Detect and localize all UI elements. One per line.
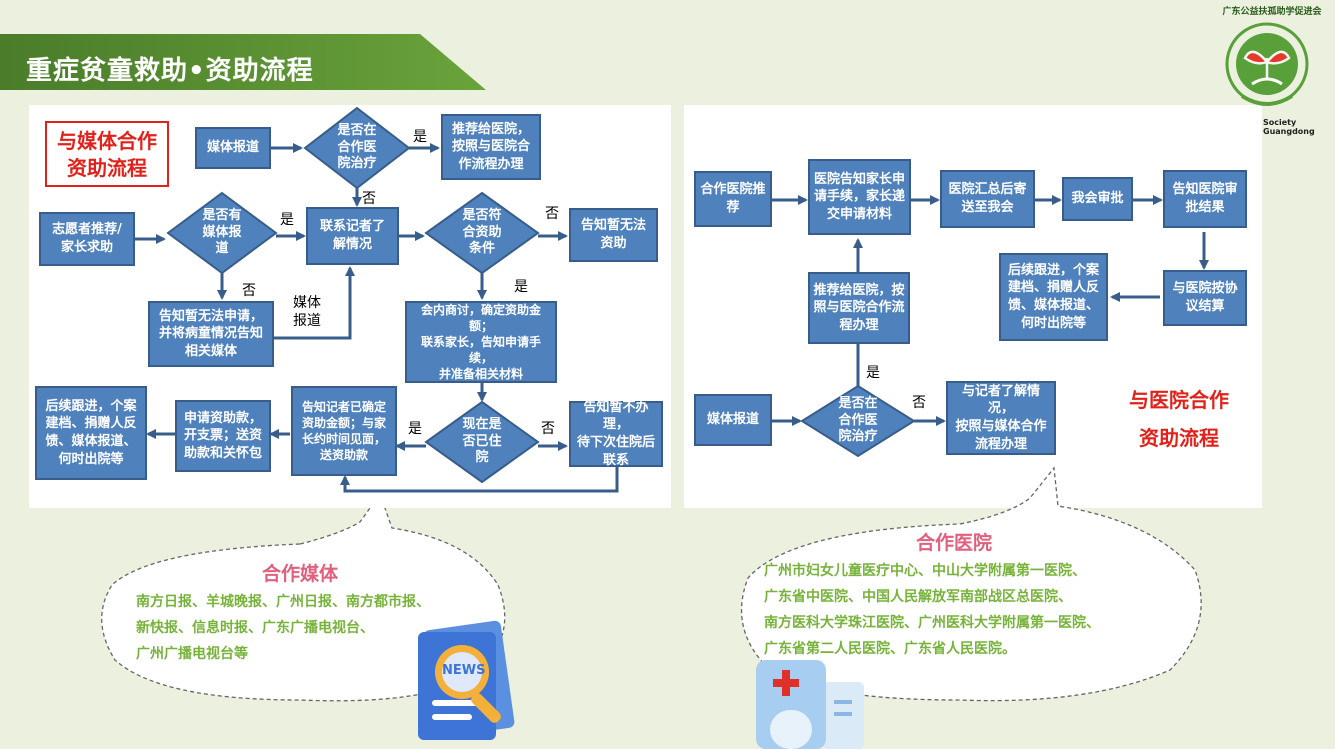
label-no-3: 否 — [545, 206, 559, 222]
inform-reporter-box: 告知记者已确定 资助金额；与家 长约时间见面， 送资助款 — [291, 386, 397, 476]
diamond-admitted-text: 现在是 否已住 院 — [462, 416, 502, 466]
recommend-box-right: 推荐给医院，按 照与医院合作流 程办理 — [808, 272, 910, 344]
label-yes-1: 是 — [413, 129, 427, 145]
media-flow-title-box — [45, 121, 169, 187]
page-title: 重症贫童救助•资助流程 — [26, 56, 314, 86]
label-yes-3: 是 — [514, 279, 528, 295]
bubble-media-line2: 新快报、信息时报、广东广播电视台、 — [136, 620, 374, 636]
media-report-box-right: 媒体报道 — [694, 394, 772, 446]
followup-box-left: 后续跟进，个案 建档、捐赠人反 馈、媒体报道、 何时出院等 — [35, 386, 147, 480]
hospital-flow-title-line1: 与医院合作 — [1129, 388, 1229, 412]
label-yes-2: 是 — [280, 212, 294, 228]
label-no-r: 否 — [912, 395, 926, 411]
meeting-box: 会内商讨，确定资助金额； 联系家长，告知申请手续， 并准备相关材料 — [405, 301, 557, 383]
partner-recommend-box: 合作医院推 荐 — [694, 171, 772, 227]
label-media-report: 媒体 报道 — [293, 295, 321, 329]
diamond-eligible-text: 是否符 合资助 条件 — [462, 207, 502, 257]
bubble-media-line3: 广州广播电视台等 — [136, 646, 248, 662]
bubble-hospital-line1: 广州市妇女儿童医疗中心、中山大学附属第一医院、 — [764, 563, 1086, 579]
news-icon-label: NEWS — [442, 663, 486, 678]
diamond-in-hospital-text: 是否在 合作医 院治疗 — [337, 122, 377, 172]
label-no-2: 否 — [242, 283, 256, 299]
label-yes-4: 是 — [408, 421, 422, 437]
diamond-r-hospital — [800, 384, 916, 458]
hospital-flow-title-line2: 资助流程 — [1139, 426, 1219, 450]
apply-fund-box: 申请资助款， 开支票；送资 助款和关怀包 — [175, 400, 271, 472]
cannot-apply-box: 告知暂无法申请， 并将病童情况告知 相关媒体 — [148, 301, 274, 367]
recommend-hospital-box: 推荐给医院， 按照与医院合 作流程办理 — [441, 114, 541, 180]
bubble-media-title: 合作媒体 — [262, 563, 339, 585]
bubble-hospital-line4: 广东省第二人民医院、广东省人民医院。 — [764, 641, 1016, 657]
followup-box-right: 后续跟进，个案 建档、捐赠人反 馈、媒体报道、 何时出院等 — [999, 253, 1108, 341]
media-flow-title-line1: 与媒体合作 — [57, 129, 157, 153]
diamond-admitted — [424, 400, 540, 484]
diamond-r-hospital-text: 是否在 合作医 院治疗 — [838, 395, 878, 445]
volunteer-box: 志愿者推荐/ 家长求助 — [39, 212, 135, 266]
bubble-hospital-title: 合作医院 — [916, 532, 993, 554]
media-flow-title-line2: 资助流程 — [67, 156, 147, 180]
reporter-flow-box: 与记者了解情况， 按照与媒体合作 流程办理 — [946, 381, 1056, 455]
bubble-hospital-line2: 广东省中医院、中国人民解放军南部战区总医院、 — [764, 589, 1072, 605]
bubble-media-line1: 南方日报、羊城晚报、广州日报、南方都市报、 — [136, 594, 430, 610]
label-no-1: 否 — [362, 191, 376, 207]
header-band — [0, 34, 486, 90]
inform-result-box: 告知医院审 批结果 — [1163, 170, 1247, 228]
diamond-has-media-text: 是否有 媒体报 道 — [202, 207, 242, 257]
logo-caption: Society Guangdong — [1263, 118, 1315, 136]
label-no-4: 否 — [541, 421, 555, 437]
settle-box: 与医院按协 议结算 — [1163, 270, 1247, 326]
cannot-fund-box: 告知暂无法 资助 — [569, 208, 658, 262]
bubble-hospital-line3: 南方医科大学珠江医院、广州医科大学附属第一医院、 — [764, 615, 1100, 631]
contact-reporter-box: 联系记者了 解情况 — [306, 207, 399, 265]
hospital-inform-box: 医院告知家长申 请手续，家长递 交申请材料 — [808, 159, 911, 235]
hospital-send-box: 医院汇总后寄 送至我会 — [940, 170, 1035, 228]
label-yes-r: 是 — [866, 365, 880, 381]
media-report-box: 媒体报道 — [195, 127, 271, 169]
not-now-box: 告知暂不办理， 待下次住院后 联系 — [569, 400, 663, 468]
logo-arc-text: 广东公益扶孤助学促进会 — [1222, 7, 1322, 17]
approve-box: 我会审批 — [1062, 177, 1133, 221]
